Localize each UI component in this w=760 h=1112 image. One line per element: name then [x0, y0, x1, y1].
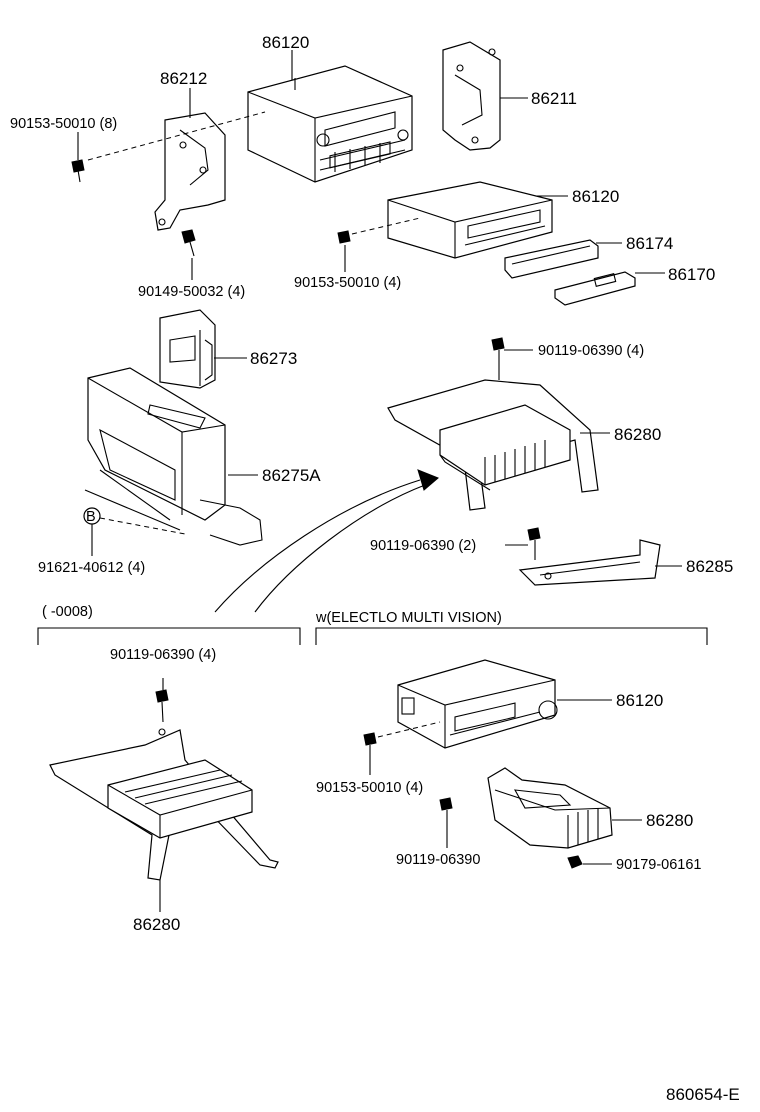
screw-90149 — [181, 229, 196, 257]
label-86285: 86285 — [686, 557, 733, 576]
label-86170: 86170 — [668, 265, 715, 284]
panel-86170 — [554, 271, 636, 306]
bracket-86212 — [154, 112, 226, 231]
label-86275A: 86275A — [262, 466, 321, 485]
screw-90119-4b — [155, 689, 169, 723]
section-note-left: ( -0008) — [42, 604, 93, 620]
label-86211: 86211 — [531, 89, 577, 108]
label-86120-bottom: 86120 — [616, 691, 663, 710]
label-91621-40612-4: 91621-40612 (4) — [38, 560, 145, 576]
label-90153-50010-8: 90153-50010 (8) — [10, 116, 117, 132]
leader-lines — [77, 50, 682, 912]
label-86120-middle: 86120 — [572, 187, 619, 206]
label-90119-06390: 90119-06390 — [396, 852, 480, 868]
screw-90119-2 — [527, 527, 541, 560]
label-86280-top: 86280 — [614, 425, 661, 444]
nut-90179 — [567, 855, 583, 869]
label-90153-50010-4b: 90153-50010 (4) — [316, 780, 423, 796]
arrow-head — [417, 469, 439, 491]
label-86120-top: 86120 — [262, 33, 309, 52]
screw-90119-4a — [491, 337, 505, 380]
amplifier-86280-left — [49, 728, 279, 881]
screw-90153-4a — [337, 230, 351, 244]
callout-b-text: B — [86, 509, 96, 525]
head-unit-86120-bottom — [397, 659, 558, 749]
amplifier-86280-right — [487, 767, 613, 849]
screw-90119-single — [439, 797, 453, 822]
amplifier-86280-top — [387, 379, 599, 511]
label-86280-right: 86280 — [646, 811, 693, 830]
screw-90153-4b — [363, 732, 377, 746]
label-86174: 86174 — [626, 234, 673, 253]
faceplate-86174 — [504, 239, 599, 279]
label-90119-06390-4b: 90119-06390 (4) — [110, 647, 216, 663]
head-unit-86120-top — [247, 65, 413, 183]
section-note-right: w(ELECTLO MULTI VISION) — [315, 610, 502, 626]
left-section-bracket — [37, 627, 301, 645]
label-90149-50032-4: 90149-50032 (4) — [138, 284, 245, 300]
label-90179-06161: 90179-06161 — [616, 857, 701, 873]
right-section-bracket — [315, 627, 708, 645]
screw-90153-8 — [71, 159, 85, 183]
bracket-86211 — [442, 41, 501, 151]
label-90119-06390-4a: 90119-06390 (4) — [538, 343, 644, 359]
diagram-code: 860654-E — [666, 1085, 740, 1104]
bracket-86285 — [518, 539, 661, 586]
label-90153-50010-4a: 90153-50010 (4) — [294, 275, 401, 291]
head-unit-86120-middle — [387, 181, 553, 259]
label-86273: 86273 — [250, 349, 297, 368]
module-86273 — [159, 309, 216, 389]
label-86212: 86212 — [160, 69, 207, 88]
unit-86275A — [84, 367, 263, 546]
label-90119-06390-2: 90119-06390 (2) — [370, 538, 476, 554]
connection-arrow — [214, 479, 421, 613]
label-86280-left: 86280 — [133, 915, 180, 934]
callout-b: B — [83, 507, 101, 525]
